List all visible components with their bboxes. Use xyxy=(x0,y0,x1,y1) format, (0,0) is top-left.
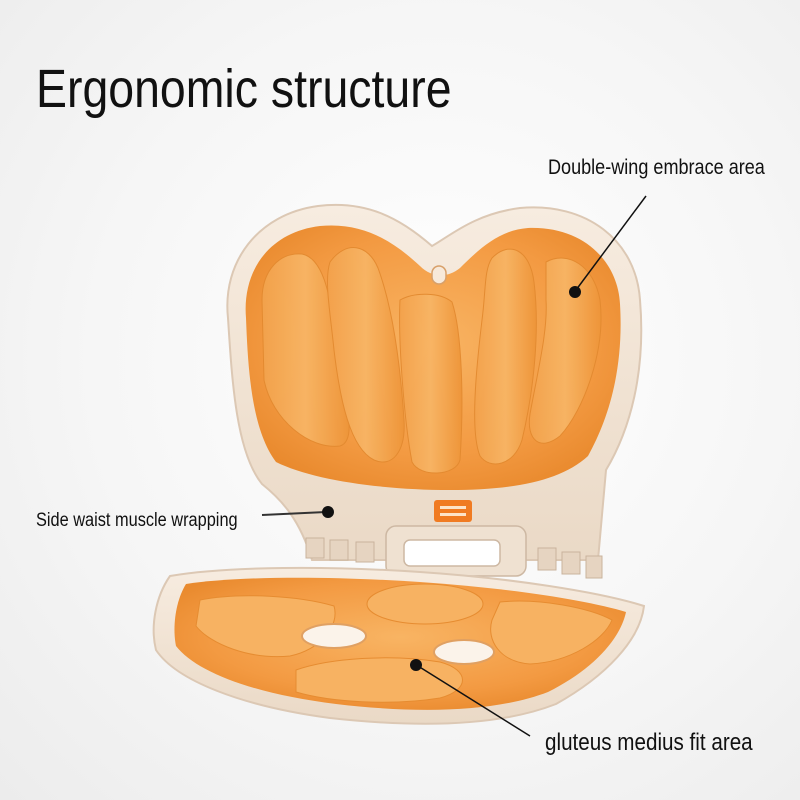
hinge-area xyxy=(305,525,603,579)
callout-waist-pointer xyxy=(261,506,334,518)
callout-wing-label: Double-wing embrace area xyxy=(548,156,765,179)
seat-contours xyxy=(195,583,613,703)
callout-waist-label: Side waist muscle wrapping xyxy=(36,510,238,531)
callout-wing-pointer xyxy=(569,195,647,298)
logo-tag xyxy=(434,500,472,522)
callout-glute-label: gluteus medius fit area xyxy=(545,729,753,756)
hanging-hole xyxy=(431,265,447,285)
page-title: Ergonomic structure xyxy=(36,59,452,119)
callout-glute-pointer xyxy=(410,659,531,737)
seat-hole-right xyxy=(433,639,495,665)
backrest-ribs xyxy=(261,247,602,474)
seat-hole-left xyxy=(301,623,367,649)
